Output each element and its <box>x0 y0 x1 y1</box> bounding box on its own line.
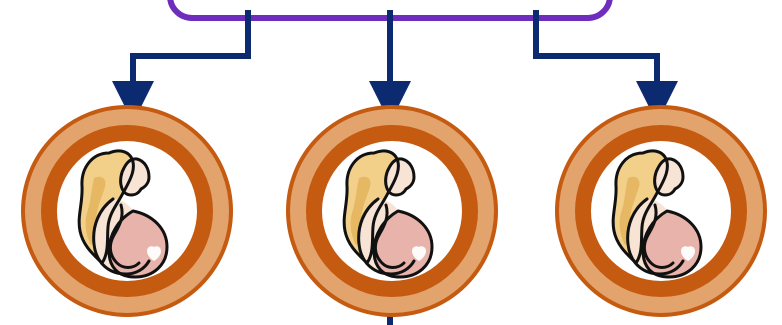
pregnant-woman-icon-left <box>23 107 231 315</box>
center-woman-illustration <box>322 141 462 281</box>
connector-to-right <box>536 10 657 102</box>
pregnant-woman-icon-right <box>557 107 765 315</box>
center-portrait <box>322 141 462 281</box>
connector-to-left <box>133 10 248 102</box>
left-woman-illustration <box>57 141 197 281</box>
left-portrait <box>57 141 197 281</box>
right-woman-illustration <box>591 141 731 281</box>
pregnant-woman-icon-center <box>288 107 496 315</box>
right-portrait <box>591 141 731 281</box>
